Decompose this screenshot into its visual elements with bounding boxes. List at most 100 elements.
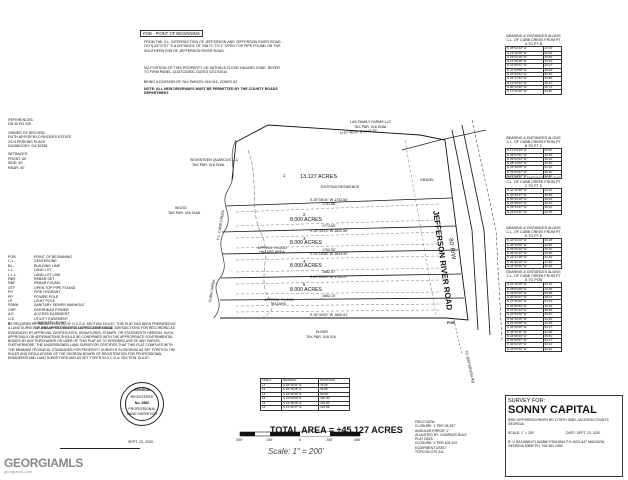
reference-heading: REFERENCES: (8, 118, 34, 122)
distance-3: 1762.92' (322, 248, 336, 252)
scale-label: 0 (299, 438, 301, 442)
legend-desc: POWER POLE (34, 294, 59, 299)
bearing-table-b-c: BEARING & DISTANCES ALONG C.L. OF CUBB C… (505, 136, 562, 180)
total-area: TOTAL AREA = ±45.127 ACRES (270, 425, 403, 435)
field-data-line: EQUIPMENT USED: (415, 445, 447, 450)
record-info: REFERENCES: DB 30 PG 225 OWNER OF RECORD… (8, 118, 78, 170)
field-data-line: CLOSURE: 1' PER 403,103' (415, 441, 458, 446)
lot-5-label: 5 (303, 282, 306, 287)
bearing-lot3-4: S 29°18'56" W 1614.92' (310, 252, 348, 256)
jefferson-river-road (401, 119, 503, 341)
watermark-brand: GEORGIAMLS (4, 456, 84, 470)
line-table-cell: S 31°41'57" E (280, 405, 320, 411)
line-table-cell: 124.89' (318, 405, 350, 411)
bearing-table-title: BEARING & DISTANCES ALONG C.L. OF CUBB C… (506, 136, 561, 149)
bearing-cell: N 17°13'49" W (505, 89, 544, 95)
building-lines (235, 139, 441, 316)
field-data-line: CLOSURE: 1' PER 26,357' (415, 424, 456, 429)
lot-4-label: 4 (303, 259, 306, 264)
scale-text: Scale: 1" = 200' (268, 447, 324, 456)
neighbor-south-tax: TAX PAR. 016 016 (306, 335, 336, 339)
legend-desc: OVERHEAD POWER (34, 307, 69, 312)
surveyor-seal: GEORGIA REGISTERED No. 2860 PROFESSIONAL… (120, 382, 164, 426)
bearing-table-title: BEARING & DISTANCES ALONG C.L. OF CUBB C… (506, 270, 561, 283)
legend-abbr: RBS (8, 277, 16, 282)
legend-row: C.L.CENTERLINE (8, 259, 118, 263)
seal-number: No. 2860 (134, 401, 150, 405)
legend-abbr: FH (8, 290, 13, 295)
bearing-table-d-e: BEARING & DISTANCES ALONG C.L. OF CUBB C… (505, 226, 562, 270)
client-name: SONNY CAPITAL (508, 404, 597, 416)
line-table-cell: L6 (260, 405, 282, 411)
legend-row: 1/2" REBAR SET UNLESS NOTED OTHERWISE (8, 326, 118, 330)
reference-value: DB 30 PG 225 (8, 122, 32, 127)
legend-desc: REBAR FOUND (34, 281, 61, 286)
legend-row: A.E.ACCESS EASEMENT (8, 312, 118, 316)
pob-marker-label: POB (447, 321, 455, 325)
legend-abbr: PP (8, 294, 13, 299)
flood-area-label-2: APPROX. FLOOD HAZARD (264, 298, 294, 307)
parcel-boundary (220, 124, 469, 321)
legend-abbr: POB (8, 255, 16, 259)
flood-hazard-boundary (247, 149, 273, 319)
title-block: SURVEY FOR: SONNY CAPITAL 5992 JEFFERSON… (505, 395, 623, 477)
scale-bar-graphic (239, 431, 361, 437)
seal-role-2: LAND SURVEYOR (127, 412, 157, 416)
legend-abbr: B.L. (8, 263, 15, 268)
lot-lines (219, 197, 465, 301)
scale-label: 200' (326, 438, 333, 442)
cubb-creek-line (213, 139, 237, 319)
distance-cell: 33.90' (542, 89, 562, 95)
legend-desc: POINT OF BEGINNING (34, 255, 73, 259)
legend-row: L.L.LAND LOT (8, 268, 118, 272)
setback-front: FRONT: 50' (8, 156, 27, 161)
distance-cell: 34.43' (542, 174, 562, 180)
legend-abbr: L.L. (8, 268, 14, 273)
neighbor-south: ELDER (316, 330, 328, 334)
lot-2-acres: 8.000 ACRES (290, 217, 323, 223)
owner-address-1: 2374 PERKINS PLACE (8, 139, 46, 144)
neighbor-north: LAS FAMILY FARMS LLC (350, 120, 392, 124)
bearing-table-title: BEARING & DISTANCES ALONG C.L. OF CUBB C… (506, 176, 561, 189)
property-address: 5992 JEFFERSON RIVER RD 1778TH GMD, JACK… (508, 418, 610, 427)
distance-cell: 35.38' (542, 264, 562, 270)
legend-row: PP POWER POLE (8, 295, 118, 299)
owner-address-2: DUNWOODY, GA 30338 (8, 144, 48, 149)
legend-abbr: OTF (8, 285, 16, 290)
flood-area-label: APPROX. FLOOD HAZARD AREA (257, 246, 287, 255)
distance-4: 1682.07' (322, 270, 336, 274)
pob-title: POB - POINT OF BEGINNING (140, 30, 203, 37)
division-note: BEING A DIVISION OF TAX PARCEL 016 015, … (144, 80, 238, 84)
driveway-note: NOTE: ALL NEW DRIVEWAYS MUST BE PERMITTE… (144, 87, 278, 96)
field-data-line: PLAT DATA: (415, 437, 434, 442)
flood-note: NO PORTION OF THIS PROPERTY LIE WITHIN A… (144, 66, 280, 75)
field-data-line: TOPCON GTS 211 (415, 450, 444, 455)
neighbor-west-1-tax: TAX PAR. 016 016A (192, 163, 225, 167)
legend-desc: UTILITY EASEMENT (34, 316, 69, 321)
distance-cell: 26.46' (542, 346, 562, 353)
title-scale: SCALE: 1" = 200' (508, 431, 535, 435)
legend-abbr: LP (8, 299, 13, 304)
legend-row: L.L.L.LAND LOT LINE (8, 273, 118, 277)
legend-abbr: C.L. (8, 259, 15, 264)
bearing-lot2-3: S 28°34'13" W 1622.60' (310, 229, 348, 233)
signature-line (60, 448, 140, 449)
field-data-line: ANGULAR ERROR: 2" (415, 428, 450, 433)
legend-row: U.E.UTILITY EASEMENT (8, 317, 118, 321)
watermark-url: georgiamls.com (4, 469, 33, 474)
bearing-table-title: BEARING & DISTANCES ALONG C.L. OF CUBB C… (506, 226, 561, 239)
scale-label: 200' (236, 438, 243, 442)
legend-desc: FIRE HYDRANT (34, 290, 61, 295)
field-data-line: ADJUSTED BY: COMPASS RULE (415, 432, 467, 437)
